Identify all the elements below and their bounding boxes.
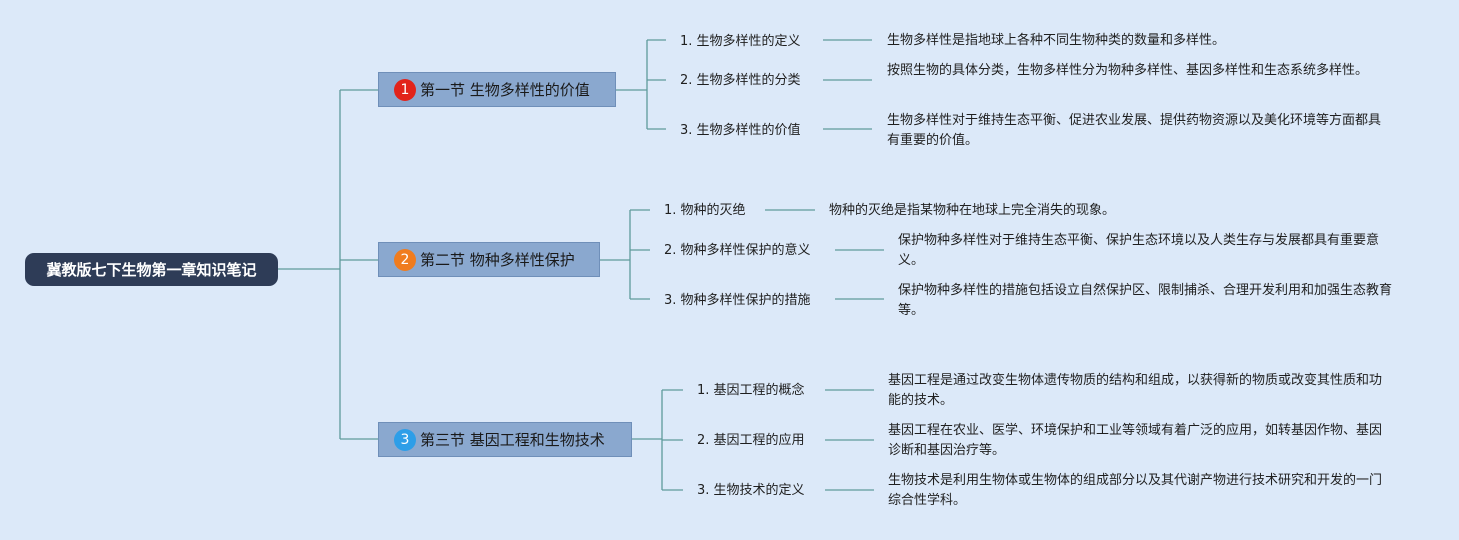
section-3-number-badge: 3: [394, 428, 416, 451]
topic-3-2[interactable]: 2. 基因工程的应用: [697, 433, 805, 448]
topic-1-2[interactable]: 2. 生物多样性的分类: [680, 73, 801, 88]
description-3-3: 生物技术是利用生物体或生物体的组成部分以及其代谢产物进行技术研究和开发的一门综合…: [888, 473, 1383, 508]
section-2-title: 第二节 物种多样性保护: [420, 251, 575, 269]
description-1-2: 按照生物的具体分类，生物多样性分为物种多样性、基因多样性和生态系统多样性。: [887, 63, 1369, 78]
section-1-title: 第一节 生物多样性的价值: [420, 81, 590, 99]
topic-1-1[interactable]: 1. 生物多样性的定义: [680, 34, 801, 49]
topic-2-2[interactable]: 2. 物种多样性保护的意义: [664, 243, 811, 258]
section-2-node[interactable]: 2 第二节 物种多样性保护: [378, 242, 600, 277]
topic-3-1[interactable]: 1. 基因工程的概念: [697, 383, 805, 398]
topic-2-3[interactable]: 3. 物种多样性保护的措施: [664, 293, 811, 308]
section-3-node[interactable]: 3 第三节 基因工程和生物技术: [378, 422, 632, 457]
topic-1-3[interactable]: 3. 生物多样性的价值: [680, 123, 801, 138]
section-2-number-badge: 2: [394, 248, 416, 271]
description-1-1: 生物多样性是指地球上各种不同生物种类的数量和多样性。: [887, 33, 1226, 48]
section-3-title: 第三节 基因工程和生物技术: [420, 431, 605, 449]
root-title: 冀教版七下生物第一章知识笔记: [46, 261, 257, 279]
section-1-number-badge: 1: [394, 78, 416, 101]
description-1-3: 生物多样性对于维持生态平衡、促进农业发展、提供药物资源以及美化环境等方面都具有重…: [887, 113, 1382, 148]
description-3-1: 基因工程是通过改变生物体遗传物质的结构和组成，以获得新的物质或改变其性质和功能的…: [888, 373, 1383, 408]
description-3-2: 基因工程在农业、医学、环境保护和工业等领域有着广泛的应用，如转基因作物、基因诊断…: [888, 423, 1383, 458]
topic-3-3[interactable]: 3. 生物技术的定义: [697, 483, 805, 498]
root-node[interactable]: 冀教版七下生物第一章知识笔记: [25, 253, 278, 286]
section-1-node[interactable]: 1 第一节 生物多样性的价值: [378, 72, 616, 107]
description-2-2: 保护物种多样性对于维持生态平衡、保护生态环境以及人类生存与发展都具有重要意义。: [898, 233, 1380, 268]
description-2-3: 保护物种多样性的措施包括设立自然保护区、限制捕杀、合理开发利用和加强生态教育等。: [898, 283, 1393, 318]
topic-2-1[interactable]: 1. 物种的灭绝: [664, 203, 746, 218]
description-2-1: 物种的灭绝是指某物种在地球上完全消失的现象。: [829, 203, 1116, 218]
